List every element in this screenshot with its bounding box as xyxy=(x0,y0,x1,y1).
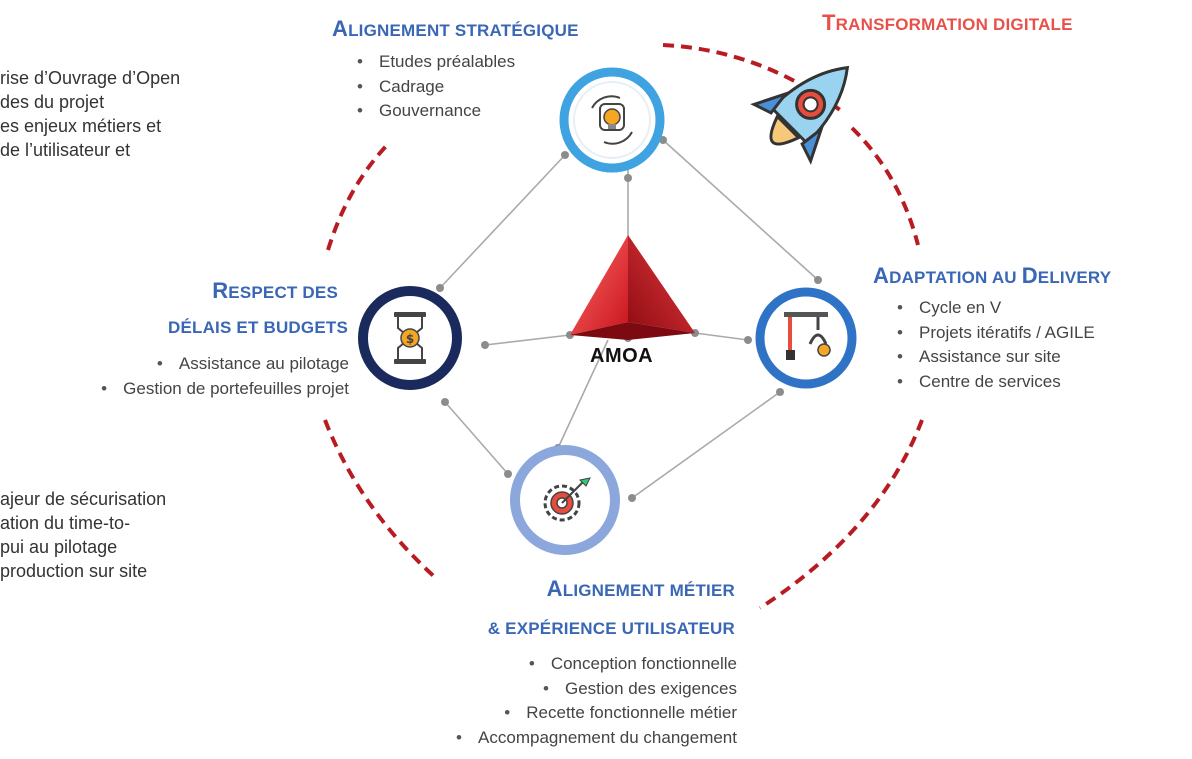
title-cap: D xyxy=(1021,263,1038,288)
list-item: Gestion de portefeuilles projet xyxy=(101,377,349,402)
list-item: Etudes préalables xyxy=(357,50,515,75)
title-business-line2: & expérience utilisateur xyxy=(488,619,735,639)
gear-target-icon xyxy=(543,477,591,522)
list-item: Conception fonctionnelle xyxy=(456,652,737,677)
left-text-line: ajeur de sécurisation xyxy=(0,489,167,509)
title-cap: T xyxy=(822,10,836,35)
left-text-line: es enjeux métiers et xyxy=(0,116,162,136)
list-item: Projets itératifs / AGILE xyxy=(897,321,1095,346)
title-rest: daptation au xyxy=(889,268,1022,287)
title-rest: ransformation digitale xyxy=(835,15,1073,34)
title-cap: A xyxy=(873,263,890,288)
list-item: Cadrage xyxy=(357,75,515,100)
title-rest: délais et budgets xyxy=(167,318,348,337)
hourglass-coin-icon: $ xyxy=(394,312,426,364)
svg-text:$: $ xyxy=(406,332,414,346)
list-item: Gouvernance xyxy=(357,99,515,124)
title-business-line1: Alignement métier xyxy=(547,576,735,602)
node-delivery xyxy=(755,287,857,389)
list-item: Recette fonctionnelle métier xyxy=(456,701,737,726)
left-text-line: de l’utilisateur et xyxy=(0,140,131,160)
title-rest: elivery xyxy=(1037,268,1112,287)
list-delivery: Cycle en V Projets itératifs / AGILE Ass… xyxy=(897,296,1095,394)
title-rest: & expérience utilisateur xyxy=(487,619,735,638)
list-business: Conception fonctionnelle Gestion des exi… xyxy=(456,652,737,750)
list-item: Centre de services xyxy=(897,370,1095,395)
title-rest: lignement métier xyxy=(562,581,735,600)
title-rest: espect des xyxy=(228,283,338,302)
title-budget-line1: Respect des xyxy=(212,278,338,304)
node-budget: $ xyxy=(358,286,462,390)
left-text-line: pui au pilotage xyxy=(0,537,118,557)
center-label: AMOA xyxy=(590,345,654,367)
list-item: Cycle en V xyxy=(897,296,1095,321)
title-strategic: Alignement stratégique xyxy=(332,16,579,42)
left-text-line: rise d’Ouvrage d’Open xyxy=(0,68,181,88)
rocket-icon xyxy=(750,65,850,165)
robot-arm-icon xyxy=(784,312,831,360)
lightbulb-gear-icon xyxy=(591,95,633,145)
amoa-pyramid xyxy=(570,235,695,340)
title-cap: A xyxy=(332,16,349,41)
title-cap: A xyxy=(546,576,563,601)
left-text-line: des du projet xyxy=(0,92,105,112)
left-paragraph-bottom: ajeur de sécurisation ation du time-to- … xyxy=(0,487,166,583)
title-digital-transformation: Transformation digitale xyxy=(822,10,1073,36)
node-business xyxy=(510,445,620,555)
left-paragraph-top: rise d’Ouvrage d’Open des du projet es e… xyxy=(0,66,180,162)
title-budget-line2: délais et budgets xyxy=(168,318,348,338)
list-item: Accompagnement du changement xyxy=(456,726,737,751)
list-budget: Assistance au pilotage Gestion de portef… xyxy=(101,352,349,401)
title-cap: R xyxy=(212,278,229,303)
title-rest: lignement stratégique xyxy=(348,21,579,40)
list-item: Gestion des exigences xyxy=(456,677,737,702)
node-strategic xyxy=(559,67,665,173)
list-strategic: Etudes préalables Cadrage Gouvernance xyxy=(357,50,515,124)
list-item: Assistance au pilotage xyxy=(101,352,349,377)
left-text-line: ation du time-to- xyxy=(0,513,131,533)
list-item: Assistance sur site xyxy=(897,345,1095,370)
title-delivery: Adaptation au Delivery xyxy=(873,263,1111,289)
left-text-line: production sur site xyxy=(0,561,148,581)
